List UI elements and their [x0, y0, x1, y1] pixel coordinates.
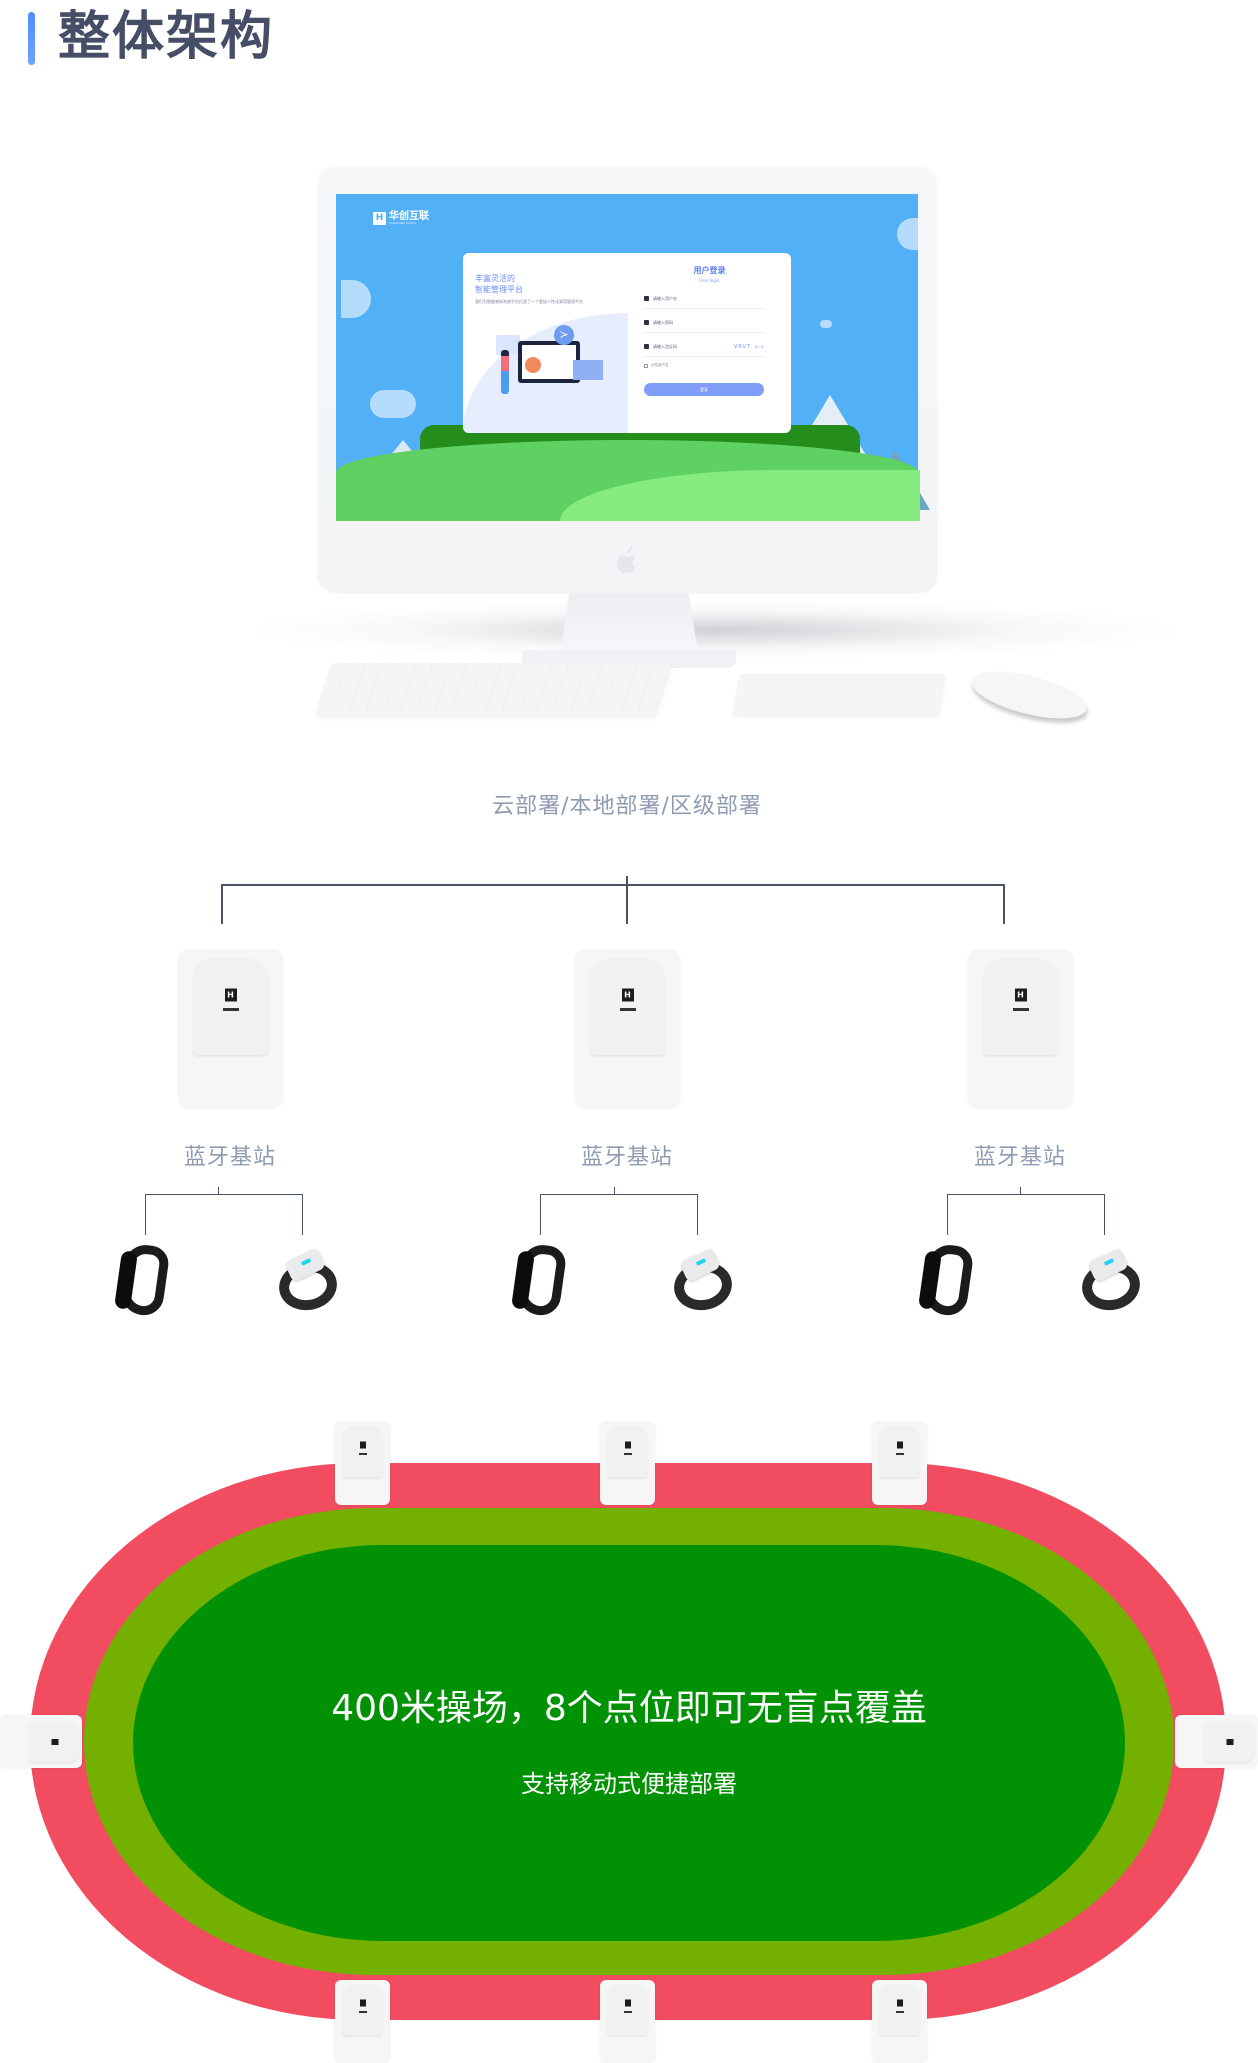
track-base-station	[600, 1980, 655, 2063]
armband-icon	[275, 1247, 341, 1315]
login-illustration-panel: 丰富灵活的 智能管理平台 我们为智能感知系统平台打造了一个更加人性化易用管理平台…	[463, 253, 628, 433]
keyboard	[314, 663, 672, 715]
brand-mark-icon	[624, 1441, 631, 1449]
login-slogan: 丰富灵活的 智能管理平台	[475, 273, 523, 295]
connector-line	[540, 1194, 541, 1235]
track-coverage-title: 400米操场，8个点位即可无盲点覆盖	[331, 1688, 927, 1729]
connector-line	[947, 1194, 1105, 1195]
brand-logo: H 华创互联 HUACHUANG HULIAN	[373, 211, 429, 225]
base-station: H	[968, 950, 1073, 1108]
cloud-decoration	[897, 218, 918, 250]
brand-mark-icon	[51, 1738, 58, 1745]
smart-band-icon	[918, 1242, 975, 1318]
user-icon	[644, 296, 649, 301]
lock-icon	[644, 320, 649, 325]
brand-mark-icon: H	[224, 988, 237, 1002]
remember-label: 记住用户名	[651, 363, 669, 367]
armband-icon	[1078, 1247, 1144, 1315]
connector-line	[626, 876, 628, 924]
connector-line	[221, 884, 223, 924]
username-placeholder: 请输入用户名	[653, 295, 677, 301]
connector-line	[1003, 884, 1005, 924]
connector-line	[540, 1194, 698, 1195]
track-base-station	[0, 1715, 82, 1768]
connector-line	[145, 1194, 146, 1235]
connector-line	[947, 1194, 948, 1235]
login-form: 用户登录 User login 请输入用户名 请输入密码 请输入验证码 VRVT…	[628, 253, 791, 433]
login-subheading: User login	[699, 278, 720, 283]
track-base-station	[600, 1422, 655, 1505]
login-heading: 用户登录	[693, 266, 726, 275]
brand-mark-icon	[896, 1999, 903, 2007]
armband-icon	[670, 1247, 736, 1315]
brand-mark-icon: H	[1014, 988, 1027, 1002]
brand-mark-icon	[1226, 1738, 1233, 1745]
remember-checkbox[interactable]	[644, 363, 648, 368]
connector-line	[614, 1187, 615, 1195]
cloud-decoration	[820, 320, 832, 328]
title-accent-bar	[28, 12, 35, 65]
person-illustration-icon	[501, 350, 509, 394]
captcha-refresh-link[interactable]: 换一张	[754, 344, 764, 349]
cloud-decoration	[370, 390, 416, 418]
brand-mark-icon: H	[373, 211, 386, 225]
captcha-field[interactable]: 请输入验证码 VRVT 换一张	[644, 337, 764, 357]
connector-line	[1020, 1187, 1021, 1195]
smart-band-icon	[511, 1242, 568, 1318]
brand-mark-icon	[359, 1441, 366, 1449]
apple-logo-icon	[617, 547, 636, 573]
station-label: 蓝牙基站	[580, 1145, 673, 1170]
brand-mark-icon	[624, 1999, 631, 2007]
page-title: 整体架构	[58, 7, 275, 67]
shield-icon	[644, 344, 649, 349]
connector-line	[218, 1187, 219, 1195]
track-base-station	[335, 1422, 390, 1505]
track-base-station	[335, 1980, 390, 2063]
password-field[interactable]: 请输入密码	[644, 313, 764, 333]
brand-name-en: HUACHUANG HULIAN	[389, 222, 416, 225]
cloud-decoration	[341, 280, 371, 318]
base-station: H	[178, 950, 283, 1108]
station-label: 蓝牙基站	[973, 1145, 1066, 1170]
connector-line	[1104, 1194, 1105, 1235]
share-icon: ≻	[554, 325, 574, 345]
connector-line	[221, 884, 1005, 886]
deployment-label: 云部署/本地部署/区级部署	[492, 794, 762, 819]
captcha-placeholder: 请输入验证码	[653, 343, 677, 349]
track-coverage-subtitle: 支持移动式便捷部署	[521, 1770, 737, 1798]
football-field	[133, 1545, 1125, 1941]
track-base-station	[1175, 1715, 1257, 1768]
pie-chart-icon	[525, 357, 541, 373]
track-base-station	[872, 1980, 927, 2063]
base-station: H	[575, 950, 680, 1108]
connector-line	[697, 1194, 698, 1235]
brand-mark-icon	[359, 1999, 366, 2007]
brand-mark-icon: H	[621, 988, 634, 1002]
username-field[interactable]: 请输入用户名	[644, 289, 764, 309]
login-button[interactable]: 登录	[644, 383, 764, 396]
captcha-image[interactable]: VRVT	[733, 343, 751, 350]
mail-icon	[573, 360, 603, 380]
slogan-line-2: 智能管理平台	[475, 285, 523, 294]
trackpad	[732, 674, 946, 715]
connector-line	[302, 1194, 303, 1235]
slogan-line-1: 丰富灵活的	[475, 274, 515, 283]
password-placeholder: 请输入密码	[653, 319, 673, 325]
brand-mark-icon	[896, 1441, 903, 1449]
login-card: 丰富灵活的 智能管理平台 我们为智能感知系统平台打造了一个更加人性化易用管理平台…	[463, 253, 791, 433]
login-description: 我们为智能感知系统平台打造了一个更加人性化易用管理平台	[475, 299, 583, 304]
brand-name: 华创互联	[389, 211, 429, 222]
station-label: 蓝牙基站	[183, 1145, 276, 1170]
smart-band-icon	[114, 1242, 171, 1318]
remember-username[interactable]: 记住用户名	[644, 363, 669, 368]
connector-line	[145, 1194, 303, 1195]
mouse	[967, 662, 1091, 728]
track-base-station	[872, 1422, 927, 1505]
